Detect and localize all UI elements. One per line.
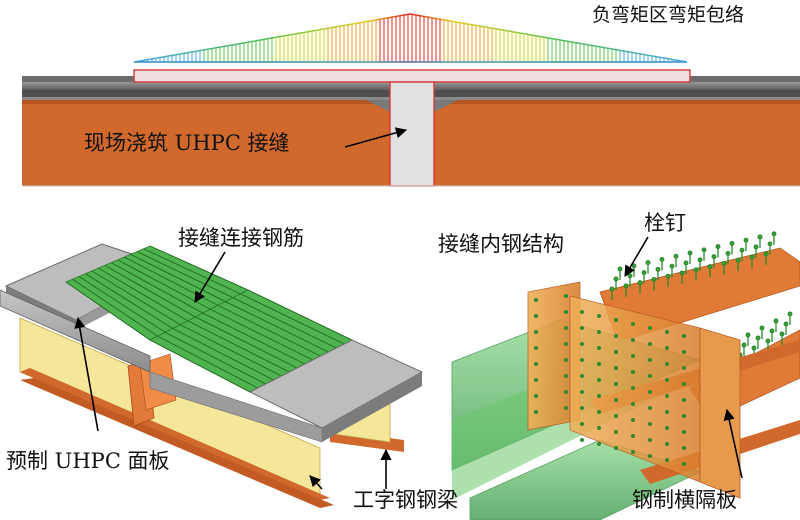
moment-envelope [133,13,688,63]
rebar-label: 接缝连接钢筋 [178,226,304,250]
diaphragm-label: 钢制横隔板 [632,488,737,512]
stud-label: 栓钉 [644,211,686,235]
joint-steel-label: 接缝内钢结构 [438,232,564,256]
right-3d-model [451,231,800,520]
moment-envelope-label: 负弯矩区弯矩包络 [592,4,745,26]
uhpc-joint-label: 现场浇筑 UHPC 接缝 [84,131,290,155]
leader-arrows [74,127,743,490]
i-beam-label: 工字钢钢梁 [353,488,458,512]
deck-section [22,69,800,187]
left-3d-model [0,243,424,508]
precast-panel-label: 预制 UHPC 面板 [6,449,170,473]
